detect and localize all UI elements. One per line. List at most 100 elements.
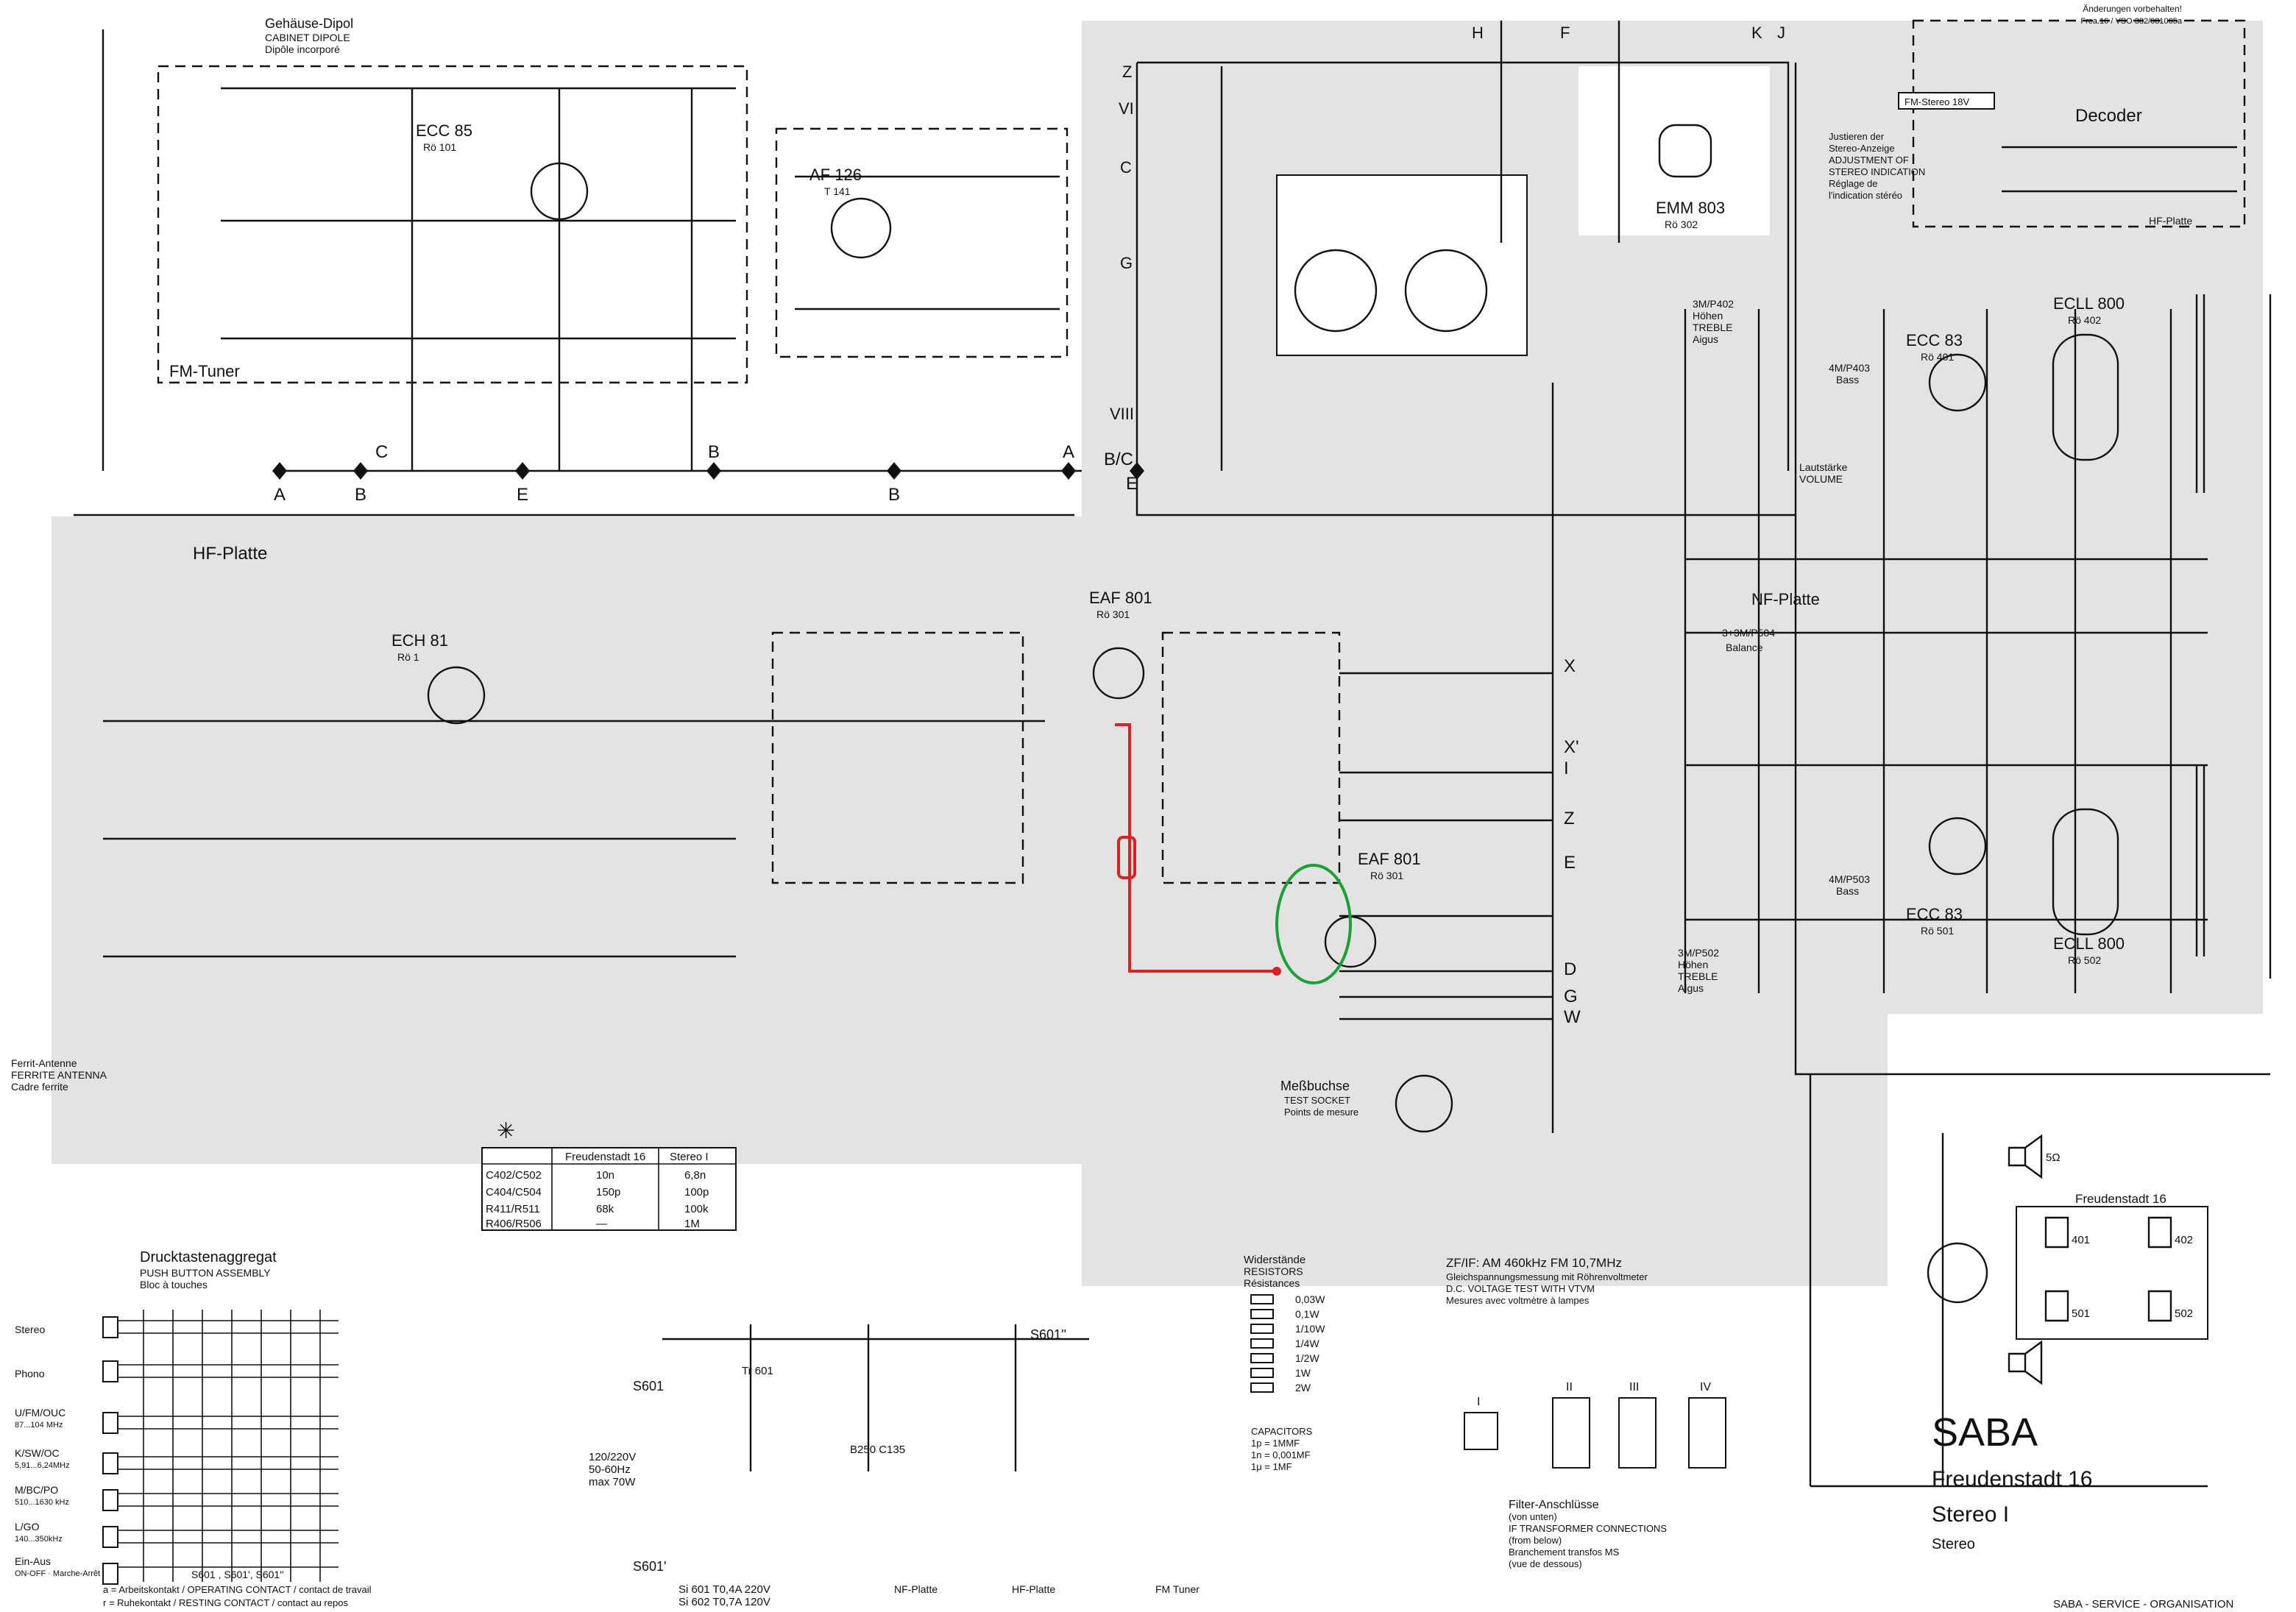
bus-letters-top: A B C E B B A B/C E [274,442,1138,505]
bus-terminals [272,462,1144,480]
tube-ref: Rö 401 [1921,351,1954,363]
brand-sub: Stereo [1932,1536,1975,1552]
mains-line: 120/220V [589,1451,636,1463]
filter-line: Branchement transfos MS [1509,1547,1620,1558]
nf-inner-panel [1626,261,1888,1012]
variant-cell: 10n [596,1169,614,1182]
dipole-fr: Dipôle incorporé [265,43,340,55]
variant-cell: R411/R511 [486,1203,540,1215]
variant-cell: 150p [596,1186,620,1199]
bus-letter: B [888,485,900,505]
fm-stereo-voltage: FM-Stereo 18V [1905,96,1969,107]
ctrl-line: Bass [1836,885,1859,897]
speaker-model: Freudenstadt 16 [2075,1192,2166,1206]
speaker-labels: Freudenstadt 16 401 402 501 502 5Ω [2046,1151,2193,1320]
bus-letter: H [1472,24,1484,42]
filter-id: IV [1700,1381,1711,1393]
freq-note: Frea.16 / VSO 382/081065a [2080,17,2182,26]
pb-switch-refs: S601 , S601', S601'' [191,1569,284,1580]
nf-platte-small: NF-Platte [894,1583,938,1595]
tube-name: ECC 85 [416,121,472,140]
bus-letter: X [1564,656,1576,676]
ctrl-line: TREBLE [1678,970,1718,982]
transformer-label: Tr 601 [742,1365,773,1377]
cap-legend-line: 1μ = 1MF [1251,1461,1292,1472]
tube-ref: Rö 302 [1665,219,1698,230]
tube-name: EMM 803 [1656,199,1725,217]
push-button-text: Drucktastenaggregat PUSH BUTTON ASSEMBLY… [15,1249,372,1608]
bus-letter: B [355,485,366,505]
speaker-unit: 401 [2072,1234,2090,1246]
ctrl-line: 3M/P502 [1678,947,1719,959]
cap-legend-line: CAPACITORS [1251,1426,1313,1437]
pb-contact-r: r = Ruhekontakt / RESTING CONTACT / cont… [103,1597,348,1608]
tube-ref: Rö 402 [2068,314,2101,326]
capacitor-legend: CAPACITORS 1p = 1MMF 1n = 0,001MF 1μ = 1… [1251,1426,1313,1472]
filter-id: I [1477,1396,1480,1408]
tube-name: ECC 83 [1906,905,1963,923]
note-line: STEREO INDICATION [1829,166,1925,177]
ferrite-line: Cadre ferrite [11,1081,68,1093]
tube-name: ECH 81 [391,631,448,650]
bus-letter: D [1564,959,1576,979]
ctrl-line: TREBLE [1693,322,1732,333]
ctrl-line: Balance [1726,642,1763,653]
ctrl-line: 4M/P503 [1829,873,1870,885]
bus-letters-upper: H F K J Z VI C G VIII [1110,24,1785,423]
note-line: Justieren der [1829,131,1885,142]
emm803-white-area [1578,66,1770,235]
af126-enclosure [775,127,1069,358]
ctrl-line: 4M/P403 [1829,362,1870,374]
variant-cell: — [596,1218,607,1230]
pb-row-sub: ON-OFF · Marche-Arrêt [15,1569,100,1578]
filter-iv-enclosure [1161,631,1341,884]
highlight-green-ring [1275,864,1352,984]
section-fm-tuner: FM-Tuner [169,362,240,380]
tube-labels: ECC 85 Rö 101 AF 126 T 141 ECH 81 Rö 1 E… [391,121,2125,966]
rectifier-label: B250 C135 [850,1444,905,1456]
bus-line-left [1135,63,1796,516]
bus-letter: J [1777,24,1785,42]
speaker-imp: 5Ω [2046,1151,2061,1164]
section-hf-platte: HF-Platte [193,544,267,564]
variant-cell: 100p [684,1186,709,1199]
bus-letter: E [1564,853,1576,873]
section-decoder: Decoder [2075,106,2142,126]
variant-header: Freudenstadt 16 [565,1151,645,1163]
variant-cell: R406/R506 [486,1218,542,1230]
emm-indicator-box [1276,174,1528,356]
bus-line-nf [1794,63,2270,1076]
highlight-red-node [1272,967,1281,976]
speaker-lines [1809,1074,2208,1488]
ctrl-line: Bass [1836,374,1859,386]
legend-item: 1/4W [1295,1338,1319,1349]
tube-ref: Rö 502 [2068,954,2101,966]
pb-title: PUSH BUTTON ASSEMBLY [140,1267,271,1279]
legend-title: Widerstände [1244,1254,1305,1266]
bus-letter: B/C [1104,450,1133,469]
af126-lines [795,175,1060,310]
if-line: Gleichspannungsmessung mit Röhrenvoltmet… [1446,1271,1648,1282]
test-socket-label: Meßbuchse TEST SOCKET Points de mesure [1280,1074,1453,1133]
brand-model: Freudenstadt 16 [1932,1467,2092,1491]
filter-line: (vue de dessous) [1509,1558,1582,1569]
bus-letter: B [708,442,720,462]
filter-line: (von unten) [1509,1511,1557,1522]
legend-item: 1W [1295,1367,1311,1379]
legend-item: 1/10W [1295,1323,1325,1335]
speaker-box [1927,1134,2208,1385]
tube-name: ECLL 800 [2053,294,2125,313]
bus-letter: F [1560,24,1570,42]
note-line: Stereo-Anzeige [1829,143,1895,154]
bus-letter: E [1126,474,1138,494]
ferrite-label: Ferrit-Antenne FERRITE ANTENNA Cadre fer… [11,1057,107,1093]
hf-platte-small-2: HF-Platte [1012,1583,1055,1595]
tube-ref: Rö 301 [1370,870,1403,881]
tuner-horizontals [221,87,736,340]
speaker-unit: 502 [2175,1307,2193,1320]
pb-row: L/GO [15,1521,40,1533]
ctrl-line: VOLUME [1799,473,1843,485]
speaker-unit: 501 [2072,1307,2090,1320]
tube-name: EAF 801 [1358,850,1421,868]
ctrl-line: Lautstärke [1799,461,1848,473]
